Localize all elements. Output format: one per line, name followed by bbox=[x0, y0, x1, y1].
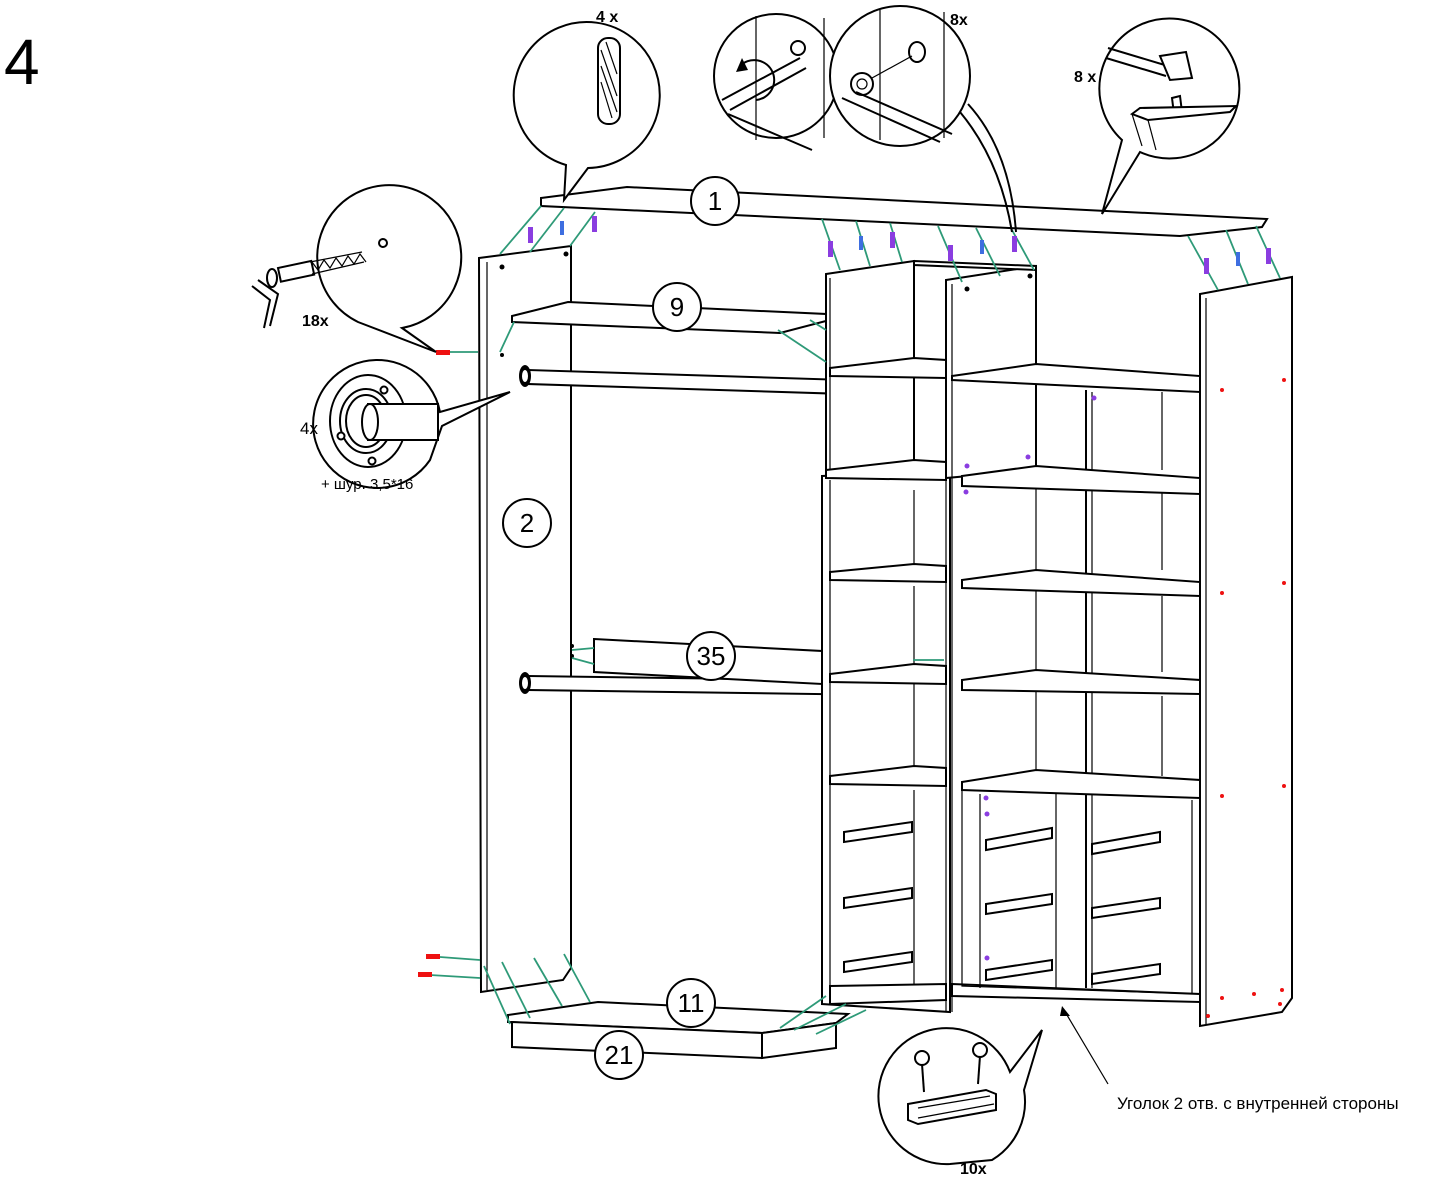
upper-hanging-rod bbox=[519, 365, 829, 395]
svg-text:21: 21 bbox=[605, 1040, 634, 1070]
svg-text:8x: 8x bbox=[950, 12, 968, 29]
cam-lock-callout: 8x bbox=[829, 5, 1017, 233]
svg-text:8 x: 8 x bbox=[1074, 69, 1096, 86]
part-label-9: 9 bbox=[652, 282, 702, 332]
cabinet-unit bbox=[821, 259, 1293, 1028]
cam-fasteners bbox=[418, 216, 1271, 977]
svg-text:35: 35 bbox=[697, 641, 726, 671]
part-label-21: 21 bbox=[594, 1030, 644, 1080]
svg-text:2: 2 bbox=[520, 508, 534, 538]
top-panel bbox=[540, 185, 1269, 238]
nail-callout: 8 x bbox=[1074, 17, 1241, 215]
svg-text:11: 11 bbox=[678, 988, 705, 1018]
part-label-2: 2 bbox=[502, 498, 552, 548]
svg-text:4x: 4x bbox=[300, 419, 318, 438]
svg-text:+ шур. 3,5*16: + шур. 3,5*16 bbox=[321, 476, 413, 493]
rod-holder-callout: 4x + шур. 3,5*16 bbox=[300, 358, 511, 493]
svg-text:9: 9 bbox=[670, 292, 684, 322]
part-label-35: 35 bbox=[686, 631, 736, 681]
cam-tighten-callout bbox=[713, 13, 839, 151]
left-side-panel bbox=[477, 244, 572, 994]
connection-guides bbox=[429, 205, 1281, 1035]
step-number: 4 bbox=[4, 26, 40, 98]
svg-text:4 x: 4 x bbox=[596, 9, 618, 26]
bracket-callout: 10x bbox=[877, 1027, 1043, 1178]
bracket-note: Уголок 2 отв. с внутренней стороны bbox=[1060, 1006, 1399, 1113]
svg-text:18x: 18x bbox=[302, 313, 329, 330]
dowel-callout: 4 x bbox=[512, 9, 661, 204]
svg-text:1: 1 bbox=[708, 186, 722, 216]
part-label-1: 1 bbox=[690, 176, 740, 226]
svg-text:Уголок 2 отв. с внутренней сто: Уголок 2 отв. с внутренней стороны bbox=[1117, 1094, 1399, 1113]
svg-text:10x: 10x bbox=[960, 1161, 987, 1178]
screw-callout: 18x bbox=[251, 184, 463, 353]
part-label-11: 11 bbox=[666, 978, 716, 1028]
